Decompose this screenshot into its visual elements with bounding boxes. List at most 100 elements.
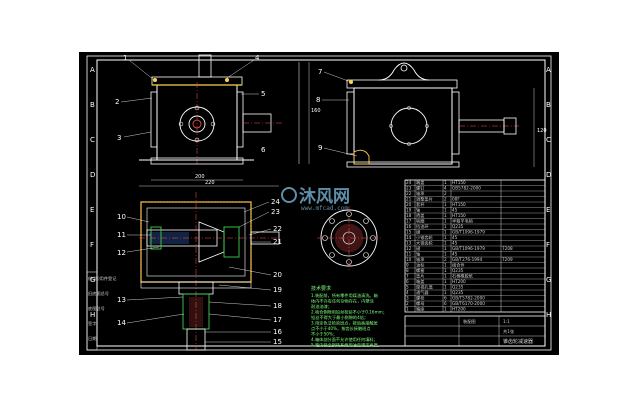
part-number: 8 xyxy=(316,96,320,104)
zone-letter: A xyxy=(90,66,95,74)
part-number: 10 xyxy=(117,213,126,221)
part-number: 11 xyxy=(117,231,126,239)
table-cell: 1 xyxy=(444,268,447,273)
table-cell: 1 xyxy=(444,208,447,213)
table-cell: 键 xyxy=(416,229,421,236)
table-cell: HT200 xyxy=(452,279,466,284)
tech-requirements-title: 技术要求 xyxy=(311,285,331,292)
table-cell: HT150 xyxy=(452,202,466,207)
table-cell: 组合件 xyxy=(452,262,465,269)
tech-requirement-line: 1.装配前，所有零件用煤油清洗。箱 xyxy=(311,292,378,299)
title-block: 装配图 1:1 共1张 锥齿轮减速器 xyxy=(404,315,546,347)
table-cell: 12 xyxy=(406,246,412,251)
table-cell: 15 xyxy=(406,230,412,235)
table-cell: GB/T6170-2000 xyxy=(452,301,485,306)
zone-letter: F xyxy=(546,241,550,249)
tech-requirement-line: 2.啮合侧隙用铅丝检验不小于0.16mm； xyxy=(311,309,387,316)
table-cell: 19 xyxy=(406,208,412,213)
watermark-brand: 沐风网 xyxy=(299,187,350,207)
table-cell: 1 xyxy=(444,274,447,279)
tech-requirement-line: 铅丝不得大于最小侧隙的4倍； xyxy=(311,314,368,321)
title-block-sheet: 共1张 xyxy=(503,328,515,335)
table-cell: 大锥齿轮 xyxy=(416,240,434,247)
table-cell: 17 xyxy=(406,219,412,224)
table-cell: 10 xyxy=(406,257,412,262)
technical-requirements: 技术要求 1.装配前，所有零件用煤油清洗。箱 体内不许有任何杂物存在，内壁涂 耐… xyxy=(311,285,387,349)
table-cell: 箱盖 xyxy=(416,278,424,285)
part-number: 14 xyxy=(117,319,126,327)
zone-letter: E xyxy=(90,206,94,214)
table-cell: GB/T5782-2000 xyxy=(452,296,485,301)
table-cell: Q235 xyxy=(452,285,464,290)
zone-letter: B xyxy=(546,101,551,109)
table-cell: 1 xyxy=(444,279,447,284)
table-cell: 5 xyxy=(406,285,409,290)
table-cell: 轴 xyxy=(416,207,420,214)
strip-label: 借(通)用件登记 xyxy=(88,275,117,282)
cad-drawing-sheet: A B C D E F G H A B C D E F G H 借(通)用件登记… xyxy=(79,52,559,355)
part-number: 1 xyxy=(123,54,127,62)
table-cell: Q235 xyxy=(452,268,464,273)
part-number: 16 xyxy=(273,328,282,336)
dimension-text: 200 xyxy=(195,174,205,180)
table-cell: 石棉橡胶纸 xyxy=(452,273,474,280)
table-cell: 20 xyxy=(406,202,412,207)
part-number: 4 xyxy=(255,54,260,62)
table-row: 19 轴 1 45 xyxy=(405,207,545,214)
table-cell: 1 xyxy=(406,307,409,312)
left-registration-strip: 借(通)用件登记 旧底图总号 底图总号 签字 日期 xyxy=(86,271,117,351)
table-cell: 7209 xyxy=(502,257,513,262)
title-block-name: 锥齿轮减速器 xyxy=(503,338,533,345)
part-number: 20 xyxy=(273,271,282,279)
zone-letter: C xyxy=(90,136,95,144)
table-cell: 半粗羊毛毡 xyxy=(452,218,474,225)
table-cell: 45 xyxy=(452,208,458,213)
part-number: 24 xyxy=(271,198,280,206)
part-number: 6 xyxy=(261,146,266,154)
table-cell: 通气器 xyxy=(416,289,429,296)
table-cell: 调整垫片 xyxy=(416,196,433,203)
table-cell: 螺母 xyxy=(416,300,424,307)
tech-requirement-line: 体内不许有任何杂物存在，内壁涂 xyxy=(311,298,375,305)
part-number: 17 xyxy=(273,316,282,324)
part-number: 18 xyxy=(273,302,282,310)
table-cell: 键 xyxy=(416,245,421,252)
table-cell: GB/T276-1994 xyxy=(452,257,483,262)
table-cell: Q235 xyxy=(452,290,464,295)
table-cell: 挡油环 xyxy=(416,223,429,230)
table-cell: 轴承 xyxy=(416,190,425,197)
table-cell: 3 xyxy=(406,296,409,301)
table-cell: 14 xyxy=(406,235,412,240)
table-cell: 4 xyxy=(406,290,409,295)
side-view: 120 7 8 9 xyxy=(316,62,547,168)
zone-letter: D xyxy=(546,171,551,179)
table-cell: HT150 xyxy=(452,213,466,218)
table-cell: 1 xyxy=(444,230,447,235)
table-cell: 6 xyxy=(444,296,447,301)
table-cell: 螺钉 xyxy=(416,185,425,192)
table-cell: 4 xyxy=(444,186,447,191)
zone-letter: G xyxy=(90,276,95,284)
table-cell: 16 xyxy=(406,224,412,229)
table-cell: 45 xyxy=(452,252,458,257)
table-cell: 1 xyxy=(444,235,447,240)
table-cell: 1 xyxy=(444,219,447,224)
table-cell: 端盖 xyxy=(416,179,424,186)
table-cell: 轴 xyxy=(416,251,420,258)
table-cell: 22 xyxy=(406,191,412,196)
table-cell: 窥视孔盖 xyxy=(416,284,433,291)
part-number: 5 xyxy=(261,90,265,98)
table-cell: HT200 xyxy=(452,307,466,312)
tech-requirement-line: 4.箱体剖分面不允许使用任何填料； xyxy=(311,336,378,343)
part-number: 7 xyxy=(318,68,322,76)
watermark-url: www.mfcad.com xyxy=(301,205,348,212)
